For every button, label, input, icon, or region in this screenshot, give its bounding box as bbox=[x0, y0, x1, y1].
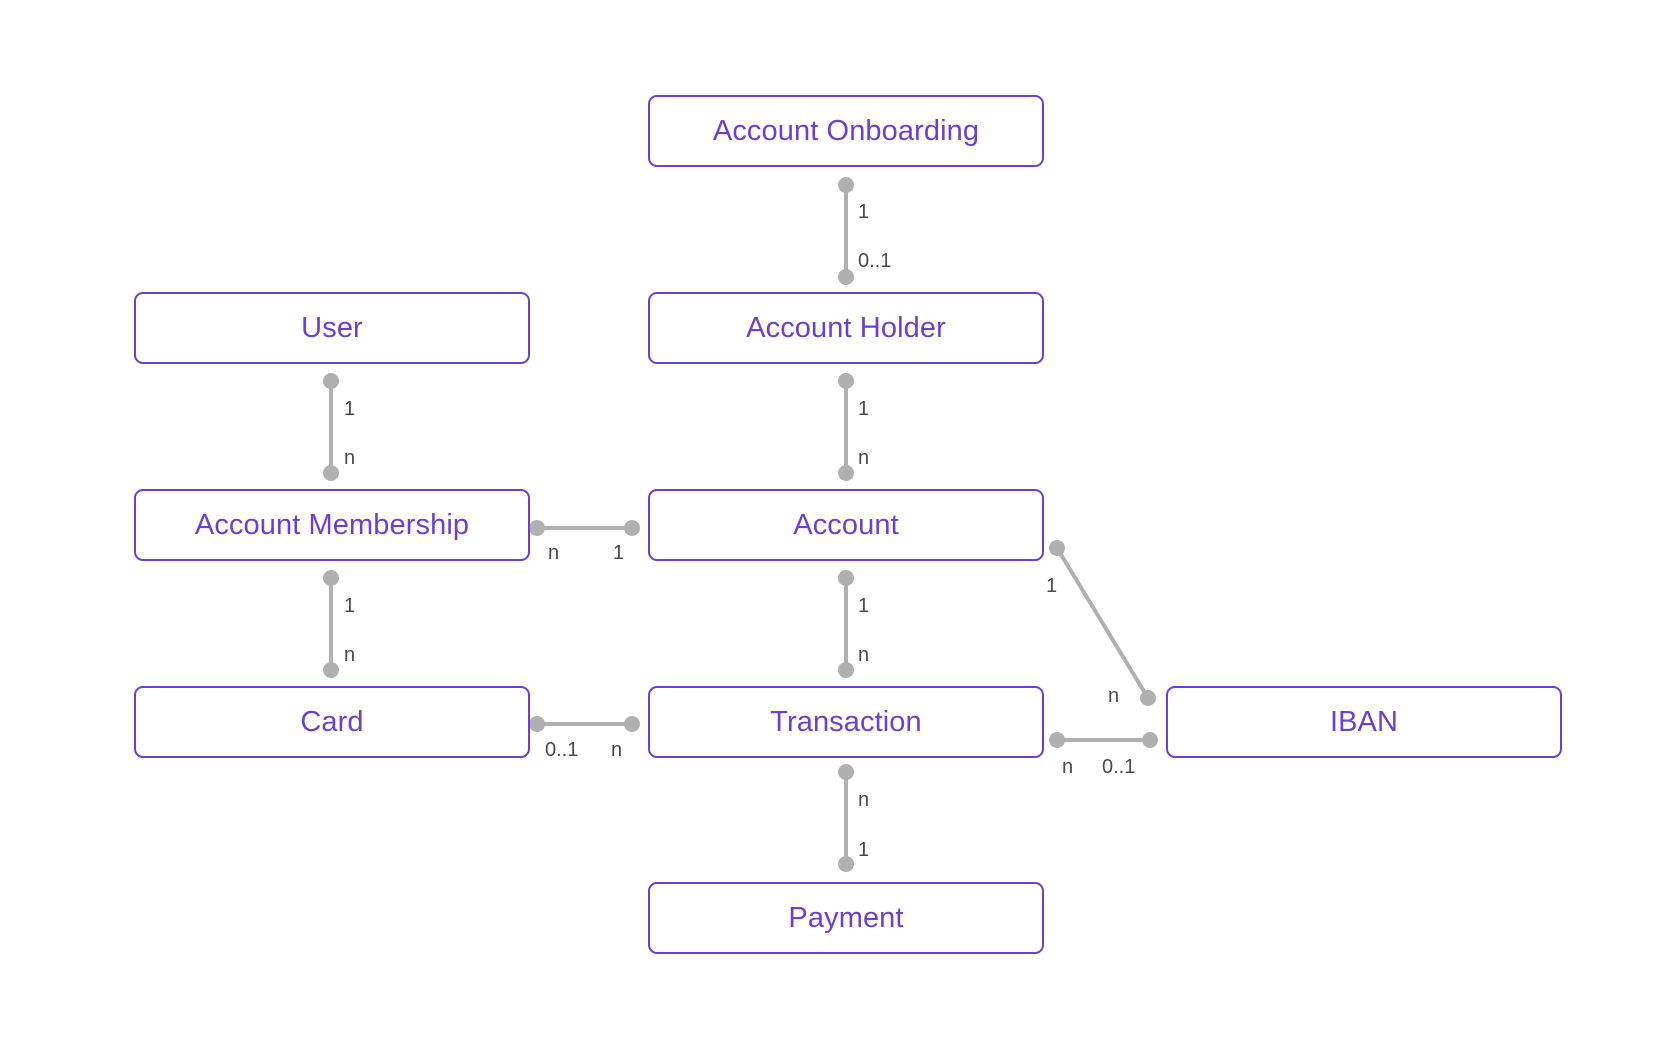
relationship-edge bbox=[838, 570, 854, 678]
cardinality-label: 1 bbox=[344, 398, 356, 420]
cardinality-label: 1 bbox=[858, 595, 870, 617]
cardinality-label: 1 bbox=[1046, 575, 1058, 597]
entity-node-transaction[interactable]: Transaction bbox=[648, 686, 1044, 758]
relationship-edge bbox=[529, 520, 640, 536]
cardinality-label: n bbox=[344, 447, 356, 469]
entity-label: Transaction bbox=[770, 705, 922, 738]
edge-endpoint-dot bbox=[838, 373, 854, 389]
edge-endpoint-dot bbox=[838, 465, 854, 481]
entity-label: Account Holder bbox=[746, 311, 946, 344]
edge-line bbox=[1055, 546, 1150, 700]
cardinality-label: 0..1 bbox=[1102, 756, 1136, 778]
edge-endpoint-dot bbox=[838, 177, 854, 193]
edge-endpoint-dot bbox=[1049, 732, 1065, 748]
relationship-edge bbox=[838, 373, 854, 481]
entity-label: Account Onboarding bbox=[712, 114, 980, 147]
relationship-edge bbox=[323, 570, 339, 678]
entity-label: IBAN bbox=[1329, 705, 1399, 738]
cardinality-label: 0..1 bbox=[858, 250, 892, 272]
entity-label: Payment bbox=[788, 901, 904, 934]
edge-endpoint-dot bbox=[1049, 540, 1065, 556]
cardinality-label: n bbox=[344, 644, 356, 666]
edge-endpoint-dot bbox=[624, 520, 640, 536]
cardinality-label: n bbox=[858, 789, 870, 811]
cardinality-label: n bbox=[858, 447, 870, 469]
edge-endpoint-dot bbox=[838, 269, 854, 285]
cardinality-label: 1 bbox=[858, 839, 870, 861]
entity-label: Account Membership bbox=[194, 508, 470, 541]
cardinality-label: 1 bbox=[858, 398, 870, 420]
edge-endpoint-dot bbox=[1142, 732, 1158, 748]
relationship-edge bbox=[1049, 732, 1158, 748]
edge-endpoint-dot bbox=[323, 373, 339, 389]
cardinality-label: 1 bbox=[613, 542, 625, 564]
entity-node-payment[interactable]: Payment bbox=[648, 882, 1044, 954]
entity-node-card[interactable]: Card bbox=[134, 686, 530, 758]
entity-node-account-holder[interactable]: Account Holder bbox=[648, 292, 1044, 364]
edge-endpoint-dot bbox=[529, 520, 545, 536]
edge-endpoint-dot bbox=[323, 570, 339, 586]
cardinality-label: 1 bbox=[858, 201, 870, 223]
entity-node-account-onboarding[interactable]: Account Onboarding bbox=[648, 95, 1044, 167]
entity-node-user[interactable]: User bbox=[134, 292, 530, 364]
entity-label: User bbox=[301, 311, 363, 344]
edge-endpoint-dot bbox=[323, 465, 339, 481]
entity-label: Account bbox=[793, 508, 899, 541]
relationship-edge bbox=[323, 373, 339, 481]
entity-label: Card bbox=[300, 705, 364, 738]
edge-endpoint-dot bbox=[838, 662, 854, 678]
edge-endpoint-dot bbox=[323, 662, 339, 678]
entity-node-account[interactable]: Account bbox=[648, 489, 1044, 561]
cardinality-label: n bbox=[611, 739, 623, 761]
edge-endpoint-dot bbox=[1140, 690, 1156, 706]
edge-endpoint-dot bbox=[624, 716, 640, 732]
entity-node-account-membership[interactable]: Account Membership bbox=[134, 489, 530, 561]
edge-endpoint-dot bbox=[838, 570, 854, 586]
edge-endpoint-dot bbox=[838, 764, 854, 780]
cardinality-label: n bbox=[858, 644, 870, 666]
relationship-edge bbox=[529, 716, 640, 732]
relationship-edge bbox=[838, 177, 854, 285]
relationship-edge bbox=[838, 764, 854, 872]
edge-endpoint-dot bbox=[838, 856, 854, 872]
entity-node-iban[interactable]: IBAN bbox=[1166, 686, 1562, 758]
cardinality-label: 1 bbox=[344, 595, 356, 617]
relationship-edge bbox=[1049, 540, 1156, 706]
cardinality-label: n bbox=[548, 542, 560, 564]
edge-endpoint-dot bbox=[529, 716, 545, 732]
cardinality-label: n bbox=[1108, 685, 1120, 707]
cardinality-label: n bbox=[1062, 756, 1074, 778]
cardinality-label: 0..1 bbox=[545, 739, 579, 761]
